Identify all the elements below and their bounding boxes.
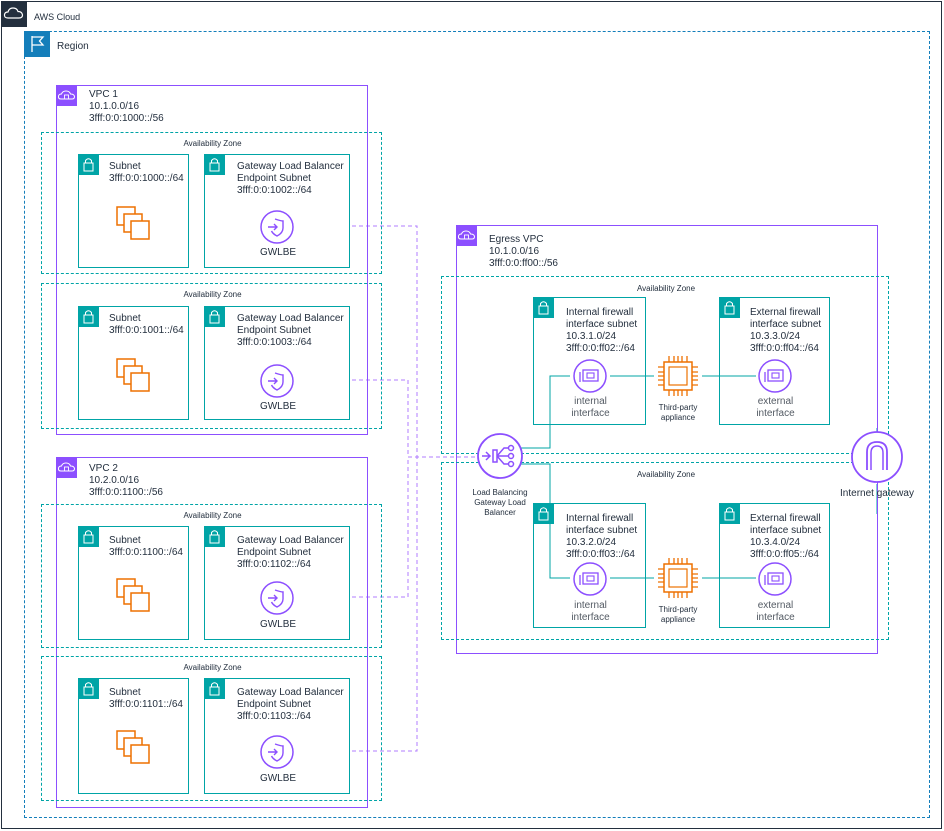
vpc2-az2-subnet: Subnet 3fff:0:0:1101::/64 [78, 678, 189, 794]
vpc1-group: VPC 1 10.1.0.0/16 3fff:0:0:1000::/56 [56, 85, 368, 435]
endpoint-label: GWLBE [259, 247, 297, 258]
lock-icon [533, 503, 554, 524]
network-interface-icon [573, 562, 607, 596]
vpc1-az2-subnet: Subnet 3fff:0:0:1001::/64 [78, 306, 189, 420]
internal-interface-label: internal interface [571, 600, 610, 623]
lock-icon [78, 306, 99, 327]
external-subnet-label: External firewall interface subnet 10.3.… [750, 307, 822, 354]
network-interface-icon [758, 562, 792, 596]
vpc2-az1-subnet: Subnet 3fff:0:0:1100::/64 [78, 526, 189, 640]
egress-az1: Availability Zone [441, 276, 889, 454]
gwlb-endpoint-icon [260, 581, 294, 615]
vpc1-az2-gwlb-subnet: Gateway Load Balancer Endpoint Subnet 3f… [204, 306, 350, 420]
gwlb-subnet-label: Gateway Load Balancer Endpoint Subnet 3f… [237, 313, 344, 348]
lock-icon [204, 306, 225, 327]
lock-icon [204, 154, 225, 175]
endpoint-label: GWLBE [259, 401, 297, 412]
vpc2-az2: Availability Zone [41, 656, 382, 801]
subnet-label: Subnet 3fff:0:0:1100::/64 [109, 535, 183, 558]
lock-icon [719, 297, 740, 318]
network-interface-icon [758, 359, 792, 393]
gwlb-endpoint-icon [260, 364, 294, 398]
external-firewall-subnet-1: External firewall interface subnet 10.3.… [719, 297, 830, 425]
vpc2-az2-gwlb-subnet: Gateway Load Balancer Endpoint Subnet 3f… [204, 678, 350, 794]
lock-icon [533, 297, 554, 318]
cloud-label: AWS Cloud [34, 12, 81, 22]
az-label: Availability Zone [636, 284, 696, 293]
vpc2-az1-gwlb-subnet: Gateway Load Balancer Endpoint Subnet 3f… [204, 526, 350, 640]
vpc-icon [56, 457, 77, 478]
region-group: Region [24, 31, 930, 818]
vpc2-group: VPC 2 10.2.0.0/16 3fff:0:0:1100::/56 [56, 457, 368, 808]
appliance-label: Third-party appliance [658, 403, 698, 422]
subnet-label: Subnet 3fff:0:0:1101::/64 [109, 687, 183, 710]
endpoint-label: GWLBE [259, 619, 297, 630]
vpc1-az2: Availability Zone [41, 283, 382, 429]
external-interface-label: external interface [756, 396, 795, 419]
lock-icon [204, 526, 225, 547]
subnet-label: Subnet 3fff:0:0:1000::/64 [109, 161, 184, 184]
gwlb-endpoint-icon [260, 210, 294, 244]
instances-icon [116, 578, 150, 612]
gwlb-subnet-label: Gateway Load Balancer Endpoint Subnet 3f… [237, 535, 344, 570]
egress-az2: Availability Zone [441, 462, 889, 640]
az-label: Availability Zone [636, 470, 696, 479]
vpc1-az1-gwlb-subnet: Gateway Load Balancer Endpoint Subnet 3f… [204, 154, 350, 268]
internet-gateway-label: Internet gateway [840, 488, 914, 499]
lock-icon [78, 154, 99, 175]
gwlb-label: Load Balancing Gateway Load Balancer [472, 488, 528, 517]
cloud-icon [1, 1, 27, 27]
subnet-label: Subnet 3fff:0:0:1001::/64 [109, 313, 184, 336]
instances-icon [116, 730, 150, 764]
instances-icon [116, 358, 150, 392]
gwlb-endpoint-icon [260, 735, 294, 769]
internal-firewall-subnet-1: Internal firewall interface subnet 10.3.… [533, 297, 646, 425]
vpc1-label: VPC 1 10.1.0.0/16 3fff:0:0:1000::/56 [89, 89, 164, 124]
appliance-chip-icon [658, 356, 698, 396]
flag-icon [24, 31, 50, 57]
internal-subnet-label: Internal firewall interface subnet 10.3.… [566, 513, 638, 560]
vpc2-label: VPC 2 10.2.0.0/16 3fff:0:0:1100::/56 [89, 463, 163, 498]
lock-icon [78, 526, 99, 547]
endpoint-label: GWLBE [259, 773, 297, 784]
internet-gateway-icon [851, 431, 903, 483]
az-label: Availability Zone [183, 139, 242, 148]
vpc-icon [56, 85, 77, 106]
network-interface-icon [573, 359, 607, 393]
internal-subnet-label: Internal firewall interface subnet 10.3.… [566, 307, 638, 354]
gateway-load-balancer-icon [477, 433, 523, 479]
region-label: Region [57, 41, 89, 52]
appliance-label: Third-party appliance [658, 605, 698, 624]
vpc-icon [456, 225, 477, 246]
internal-interface-label: internal interface [571, 396, 610, 419]
internal-firewall-subnet-2: Internal firewall interface subnet 10.3.… [533, 503, 646, 628]
appliance-chip-icon [658, 558, 698, 598]
lock-icon [719, 503, 740, 524]
gwlb-subnet-label: Gateway Load Balancer Endpoint Subnet 3f… [237, 687, 344, 722]
vpc1-az1-subnet: Subnet 3fff:0:0:1000::/64 [78, 154, 189, 268]
vpc1-az1: Availability Zone [41, 132, 382, 274]
az-label: Availability Zone [183, 511, 242, 520]
az-label: Availability Zone [183, 290, 242, 299]
instances-icon [116, 206, 150, 240]
external-firewall-subnet-2: External firewall interface subnet 10.3.… [719, 503, 830, 628]
external-subnet-label: External firewall interface subnet 10.3.… [750, 513, 822, 560]
az-label: Availability Zone [183, 663, 242, 672]
vpc2-az1: Availability Zone [41, 504, 382, 648]
lock-icon [204, 678, 225, 699]
gwlb-subnet-label: Gateway Load Balancer Endpoint Subnet 3f… [237, 161, 344, 196]
egress-vpc-label: Egress VPC 10.1.0.0/16 3fff:0:0:ff00::/5… [489, 234, 558, 269]
lock-icon [78, 678, 99, 699]
external-interface-label: external interface [756, 600, 795, 623]
